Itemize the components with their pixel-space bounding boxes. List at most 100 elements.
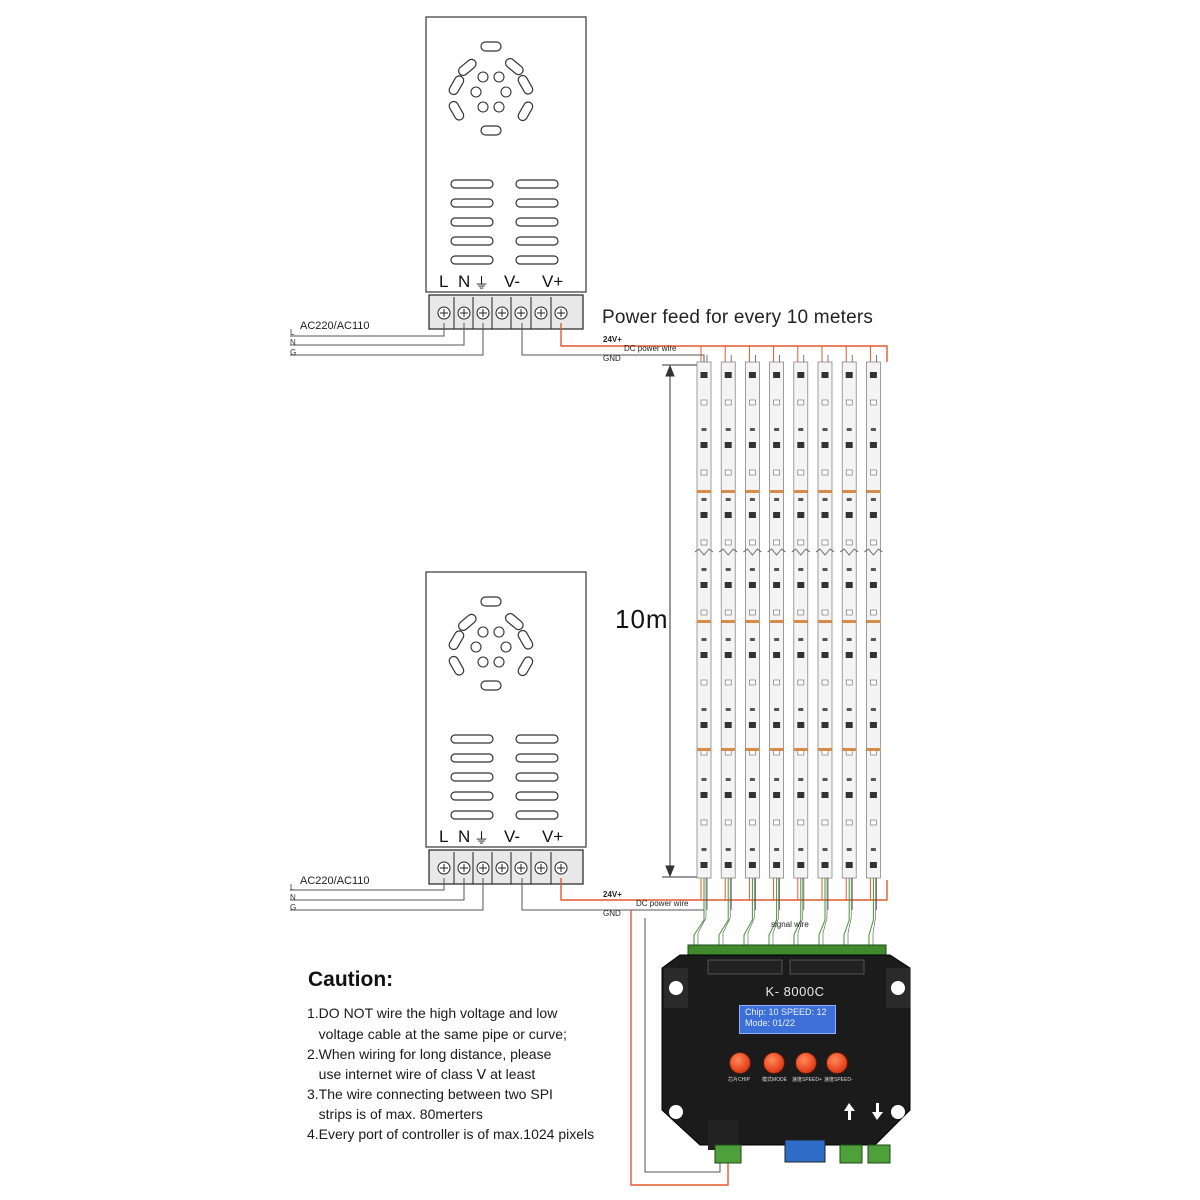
led-chip	[797, 652, 805, 658]
led-chip	[700, 442, 708, 448]
led-chip	[748, 792, 756, 798]
signal-ground-wire	[872, 878, 876, 947]
led-chip	[724, 679, 732, 686]
led-chip	[845, 372, 853, 378]
cut-pad	[769, 490, 784, 493]
led-chip	[749, 848, 755, 851]
cut-pad	[793, 490, 808, 493]
led-chip	[797, 792, 805, 798]
signal-wire	[768, 878, 778, 947]
led-chip	[725, 498, 731, 501]
led-chip	[846, 498, 852, 501]
dc-wire-label: DC power wire	[636, 899, 689, 908]
led-chip	[822, 568, 828, 571]
caution-line-1: 1.DO NOT wire the high voltage and low	[307, 1005, 558, 1021]
terminal-l-label: L	[439, 272, 449, 291]
led-chip	[798, 498, 804, 501]
led-chip	[749, 498, 755, 501]
led-chip	[797, 679, 805, 686]
led-chip	[701, 778, 707, 781]
cut-pad	[793, 620, 808, 623]
signal-wire	[818, 878, 826, 947]
ground-wire-label: GND	[603, 909, 621, 918]
break-mark	[815, 548, 835, 556]
lcd-screen	[739, 1005, 836, 1034]
led-chip	[748, 652, 756, 658]
led-chip	[821, 582, 829, 588]
wire-l-label: L	[290, 883, 295, 892]
led-chip	[845, 469, 853, 476]
led-chip	[749, 428, 755, 431]
led-chip	[748, 372, 756, 378]
led-chip	[846, 568, 852, 571]
led-chip	[724, 862, 732, 868]
led-chip	[773, 582, 781, 588]
led-chip	[701, 638, 707, 641]
signal-ground-wire	[822, 878, 828, 947]
led-chip	[700, 609, 708, 616]
led-chip	[845, 539, 853, 546]
signal-wire	[718, 878, 729, 947]
signal-ground-wire	[722, 878, 731, 947]
led-chip	[845, 442, 853, 448]
led-chip	[870, 778, 876, 781]
led-chip	[774, 568, 780, 571]
mode-button[interactable]	[763, 1052, 785, 1074]
led-chip	[700, 399, 708, 406]
break-mark	[791, 548, 811, 556]
wire-n-label: N	[290, 338, 296, 347]
terminal-n-label: N	[458, 827, 471, 846]
led-chip	[870, 819, 877, 826]
led-chip	[845, 512, 853, 518]
signal-wire	[693, 878, 705, 947]
cut-pad	[866, 620, 881, 623]
led-chip	[870, 708, 876, 711]
led-chip	[724, 469, 732, 476]
led-chip	[725, 428, 731, 431]
led-chip	[870, 609, 877, 616]
cut-pad	[697, 620, 711, 623]
break-mark	[718, 548, 738, 556]
led-chip	[869, 722, 877, 728]
led-chip	[700, 792, 708, 798]
led-chip	[846, 428, 852, 431]
led-chip	[870, 498, 876, 501]
led-chip	[822, 638, 828, 641]
terminal-vplus-label: V+	[542, 272, 564, 291]
led-chip	[821, 442, 829, 448]
signal-wire-label: signal wire	[771, 920, 809, 929]
led-chip	[700, 582, 708, 588]
chip-button[interactable]	[729, 1052, 751, 1074]
cut-pad	[745, 748, 760, 751]
wire-g-label: G	[290, 348, 297, 357]
led-chip	[797, 819, 805, 826]
led-chip	[798, 638, 804, 641]
led-chip	[821, 819, 829, 826]
ground-icon: ⏚	[474, 275, 490, 292]
led-chip	[797, 722, 805, 728]
caution-line-7: 4.Every port of controller is of max.102…	[307, 1126, 595, 1142]
led-chip	[773, 792, 781, 798]
speed-up-button[interactable]	[795, 1052, 817, 1074]
led-chip	[869, 442, 877, 448]
led-chip	[749, 679, 756, 686]
led-chip	[845, 792, 853, 798]
led-chip	[700, 652, 708, 658]
dc-output-wires-top	[521, 323, 888, 362]
led-chip	[773, 679, 780, 686]
led-chip	[773, 652, 781, 658]
led-chip	[701, 498, 707, 501]
led-chip	[749, 708, 755, 711]
led-chip	[870, 399, 877, 406]
led-chip	[700, 679, 708, 686]
speed-down-button[interactable]	[826, 1052, 848, 1074]
led-chip	[700, 819, 708, 826]
led-chip	[701, 708, 707, 711]
terminal-vplus-label: V+	[542, 827, 564, 846]
led-chip	[773, 399, 780, 406]
led-chip	[773, 372, 781, 378]
cut-pad	[842, 490, 857, 493]
led-chip	[724, 539, 732, 546]
led-chip	[797, 862, 805, 868]
